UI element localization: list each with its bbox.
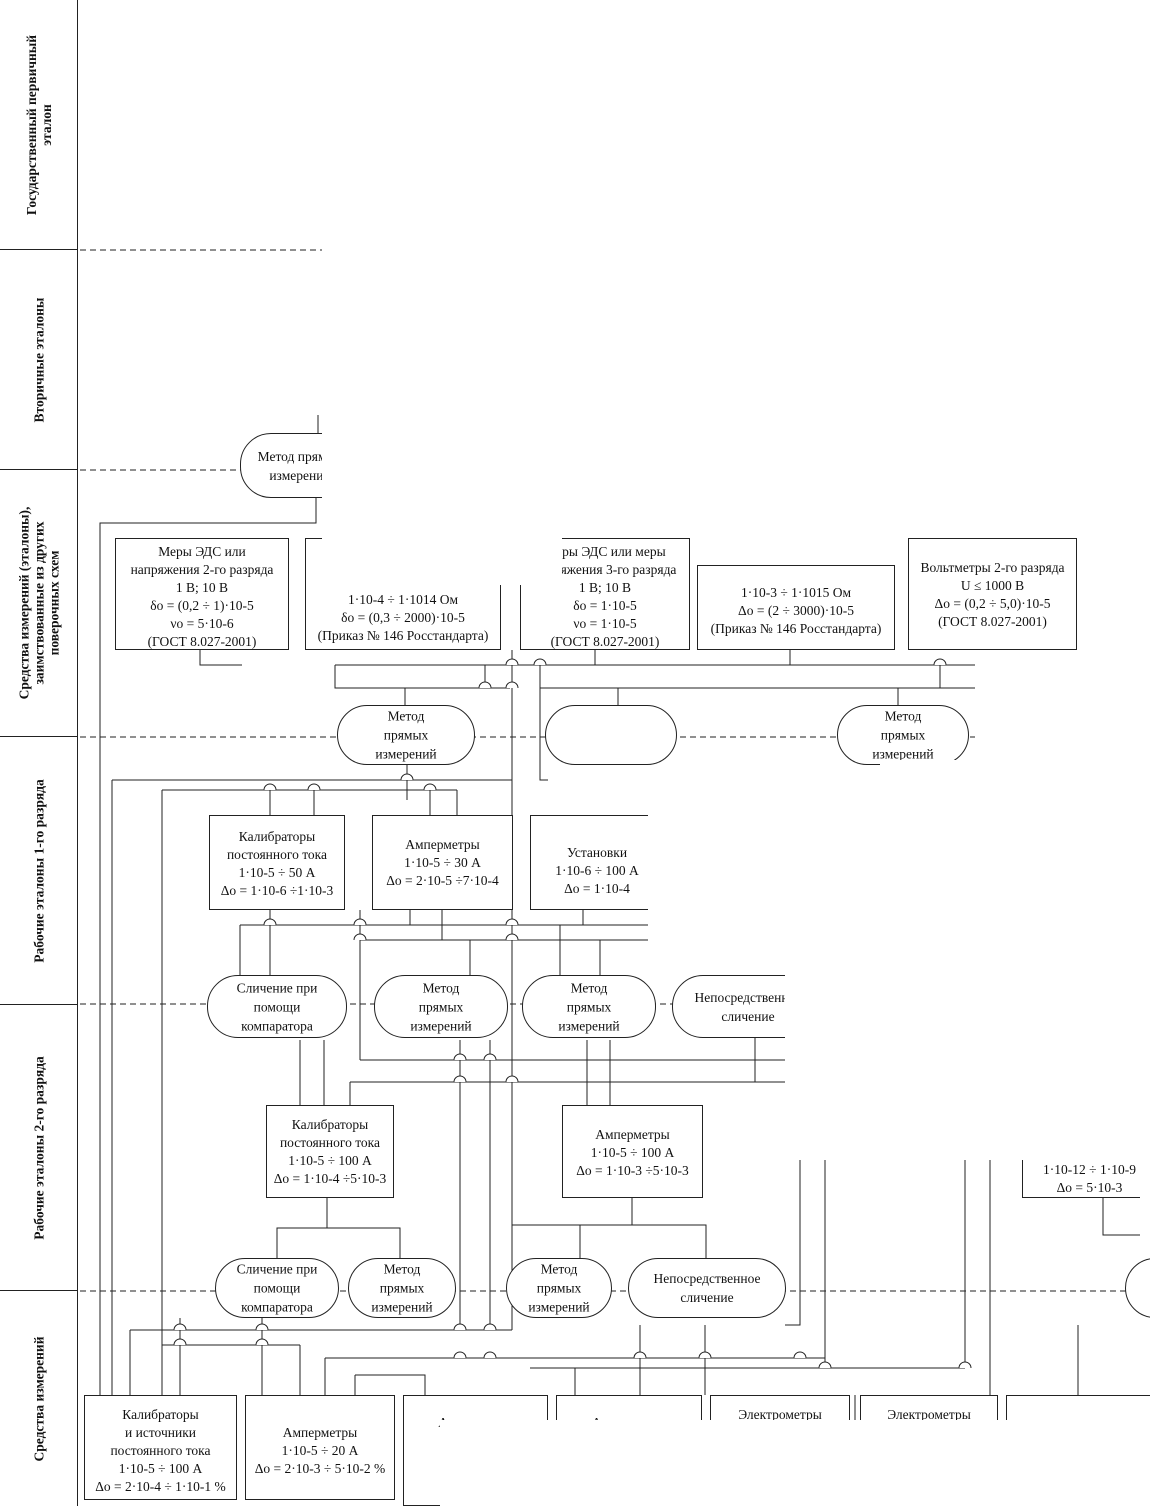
- method-pill-mid: [545, 705, 677, 765]
- band-secondary: Вторичные эталоны: [0, 250, 78, 470]
- band-instruments: Средства измерений: [0, 1291, 78, 1506]
- band-state-primary: Государственный первичный эталон: [0, 0, 78, 250]
- blank-region: [648, 800, 1150, 972]
- blank-region: [703, 1090, 793, 1160]
- blank-region: [975, 650, 1150, 760]
- blank-region: [697, 535, 897, 565]
- band-working-2: Рабочие эталоны 2-го разряда: [0, 1005, 78, 1291]
- blank-region: [440, 1420, 1150, 1506]
- band-working-1: Рабочие эталоны 1-го разряда: [0, 737, 78, 1005]
- blank-region: [1140, 1160, 1150, 1256]
- blank-region: [322, 0, 562, 585]
- band-borrowed: Средства измерений (эталоны), заимствова…: [0, 470, 78, 737]
- blank-region: [785, 972, 1150, 1160]
